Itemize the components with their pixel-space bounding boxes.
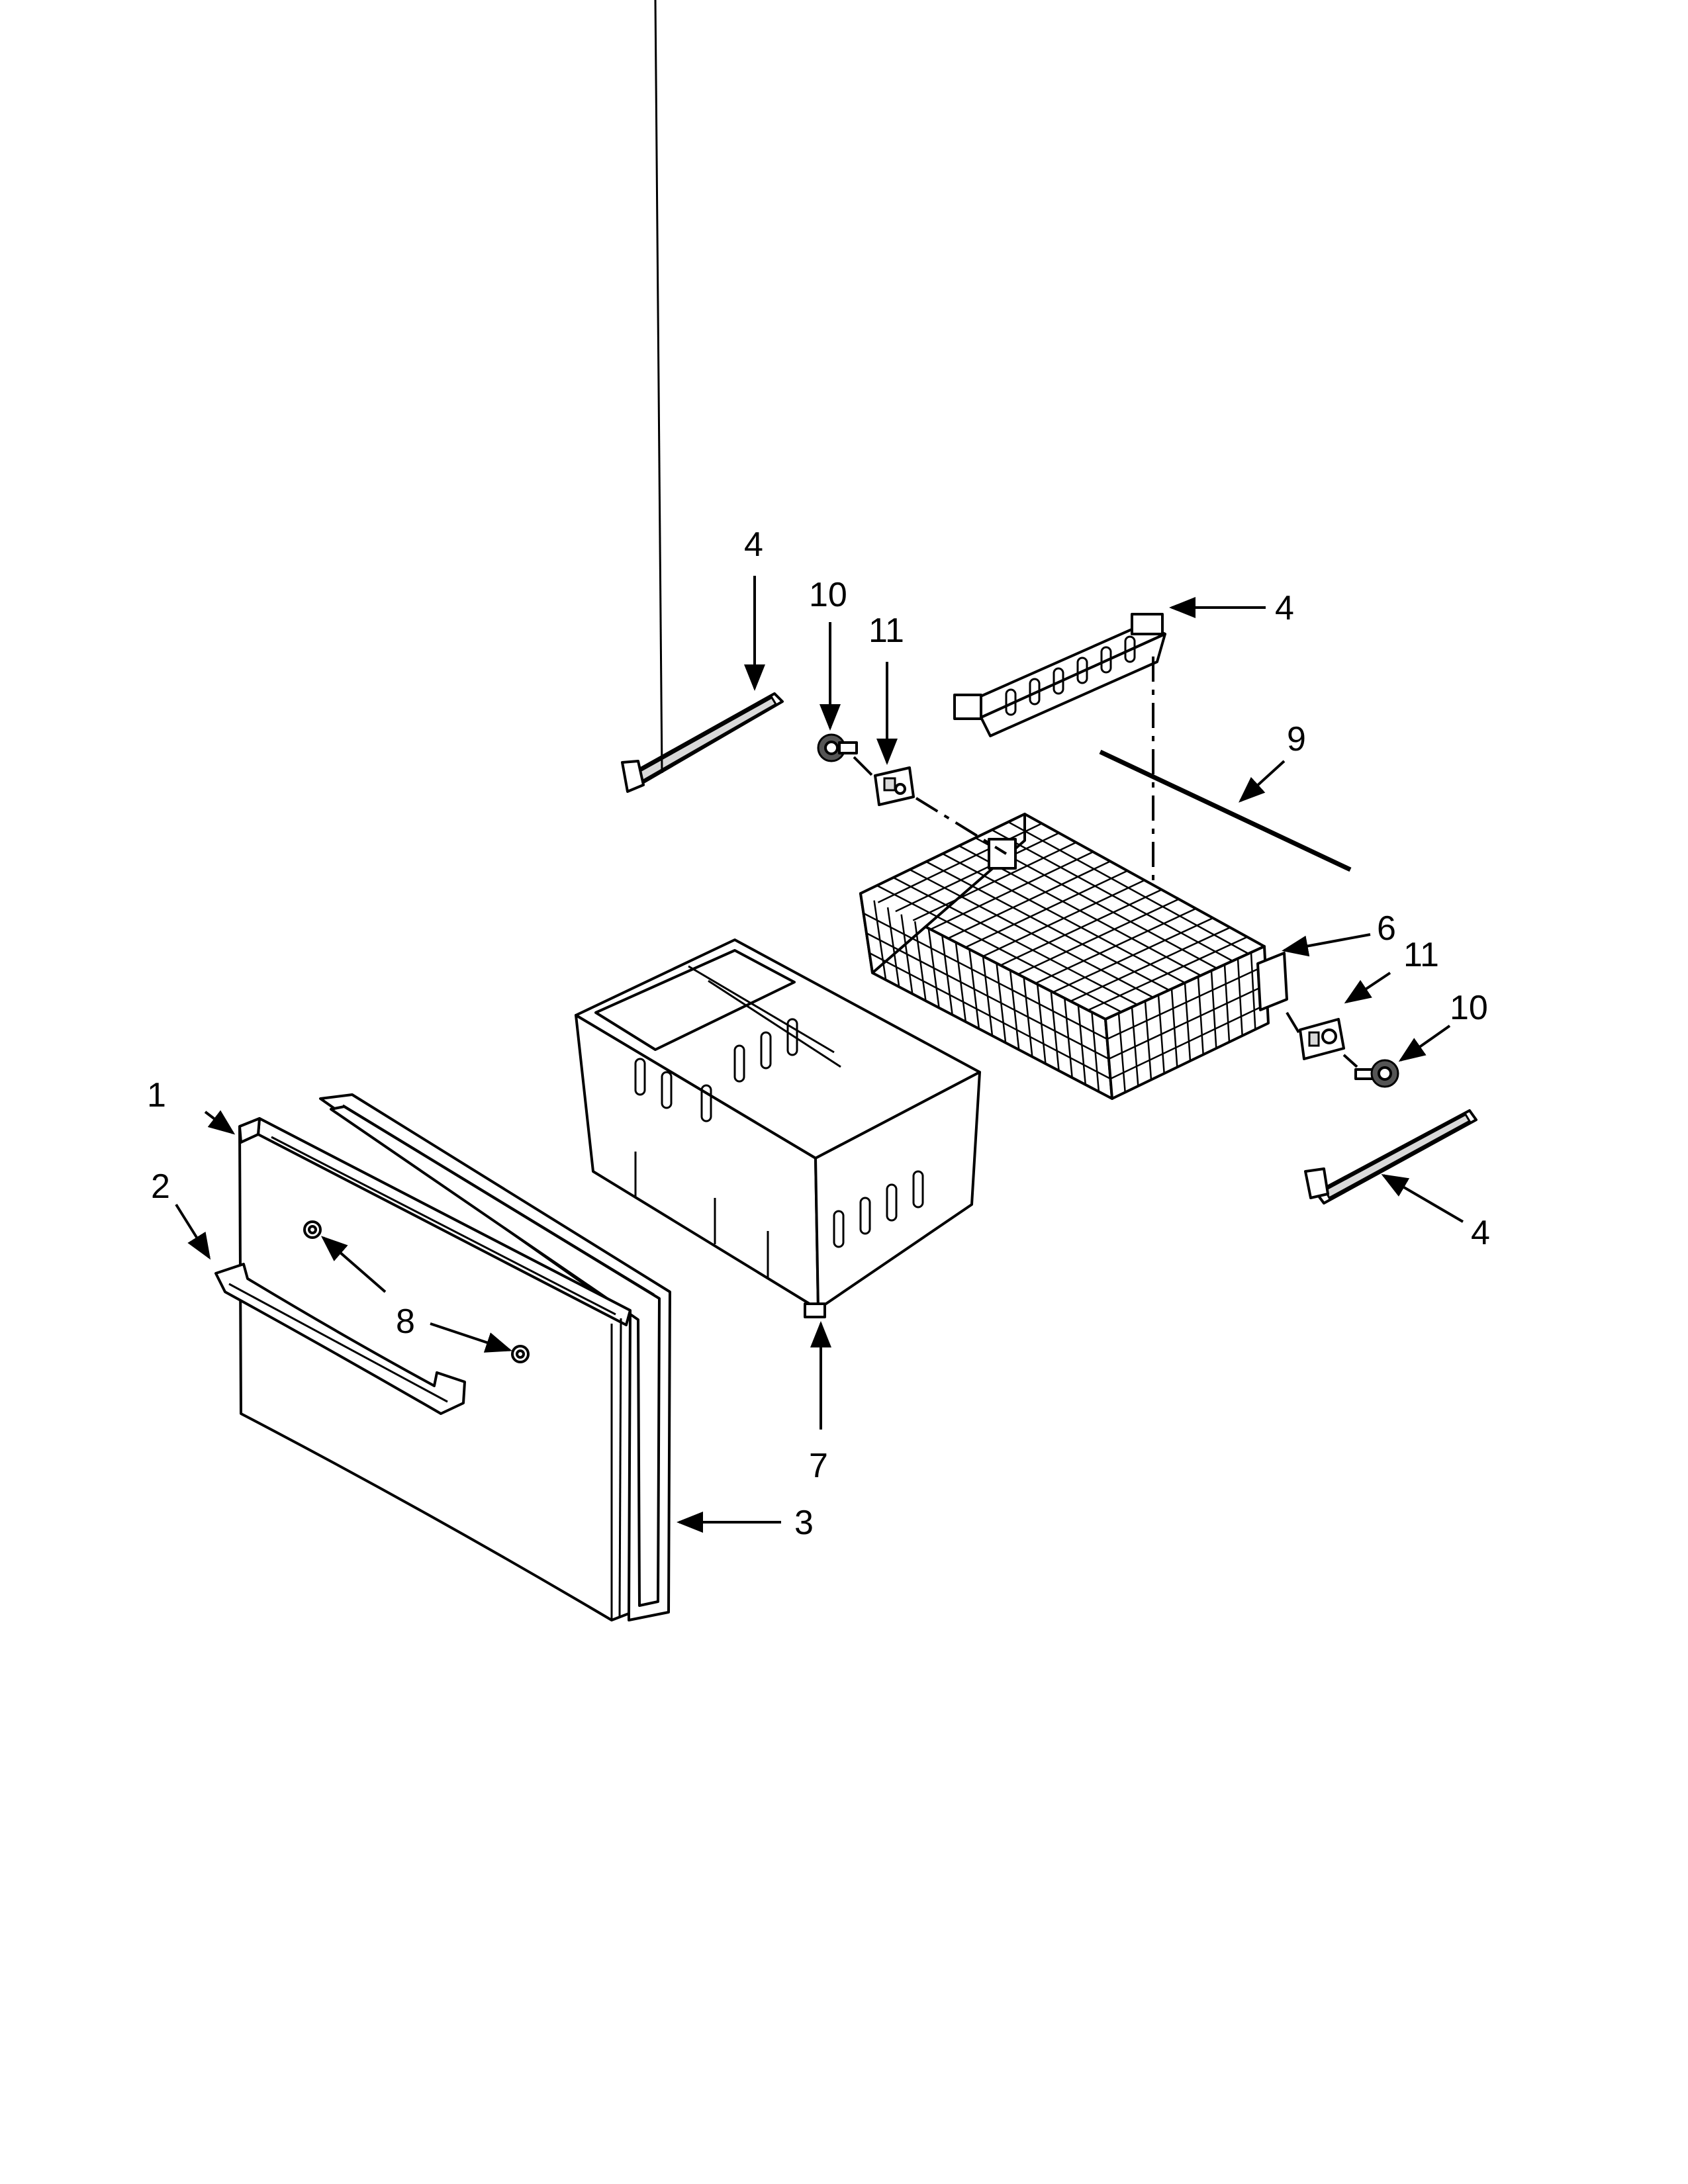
left-mounting-bracket <box>874 766 915 806</box>
callout-numbers: 4 10 11 4 9 6 11 10 4 4 7 3 1 2 8 <box>147 525 1490 1542</box>
drawer-front-panel <box>238 1117 632 1621</box>
basket-divider <box>953 613 1166 737</box>
callout-8: 8 <box>396 1302 415 1341</box>
right-mounting-bracket <box>1299 1018 1345 1060</box>
basket-support-rod <box>1099 749 1352 872</box>
right-drawer-slide-rail <box>1304 1109 1477 1205</box>
leader-arrows <box>175 576 1464 1533</box>
callout-4-bottom: 4 <box>1471 1214 1490 1252</box>
panel-screws <box>303 1220 530 1363</box>
callout-2: 2 <box>151 1167 170 1206</box>
right-gear-component <box>1354 1059 1399 1088</box>
callout-4-top: 4 <box>744 525 763 564</box>
left-gear-component <box>817 733 858 762</box>
alignment-lines <box>853 657 1358 1068</box>
drawer-gasket <box>319 1093 671 1621</box>
callout-10-right: 10 <box>1450 989 1488 1027</box>
callout-5: 4 <box>1275 589 1294 627</box>
callout-3: 3 <box>794 1504 814 1542</box>
wire-freezer-basket <box>859 813 1288 1100</box>
left-drawer-slide-rail <box>621 0 784 793</box>
callout-11-top: 11 <box>868 612 904 650</box>
callout-6: 6 <box>1377 909 1396 948</box>
drawer-handle <box>214 1263 466 1415</box>
callout-1: 1 <box>147 1076 166 1115</box>
callout-9: 9 <box>1287 720 1306 758</box>
callout-10-top: 10 <box>809 576 847 614</box>
callout-7: 7 <box>809 1447 828 1485</box>
plastic-freezer-bin <box>575 938 981 1318</box>
callout-11-right: 11 <box>1403 936 1439 974</box>
